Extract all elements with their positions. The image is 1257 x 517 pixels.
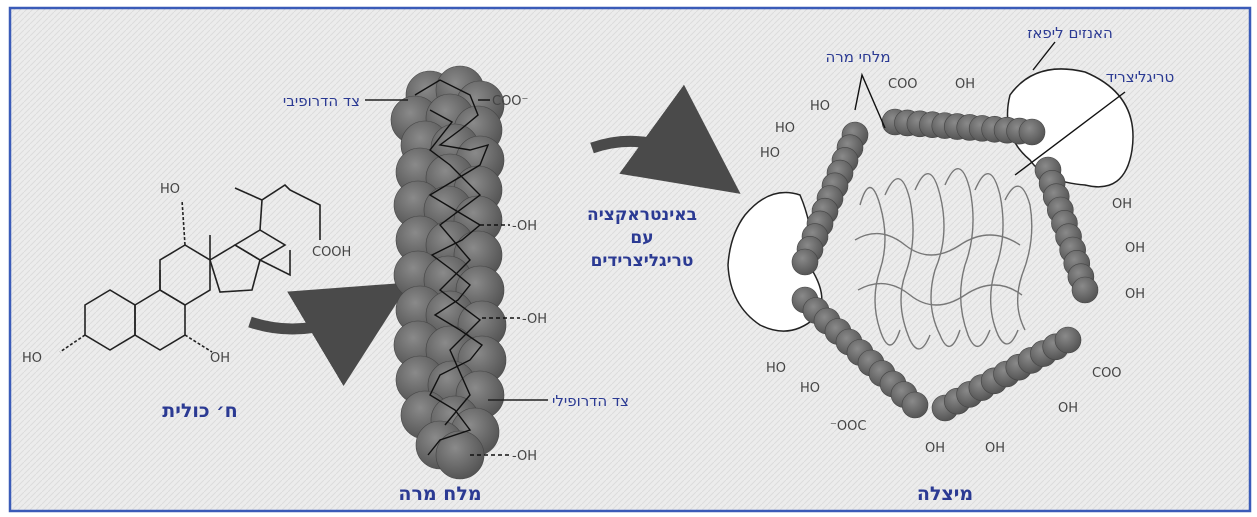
- ho-label: HO: [775, 121, 795, 136]
- ho-label: HO: [766, 361, 786, 376]
- oh-label: OH: [1112, 197, 1132, 212]
- ho-label: HO: [760, 146, 780, 161]
- cooh-label: COOH: [312, 245, 351, 260]
- hydrophobic-side-label: צד הדרופיבי: [283, 92, 360, 110]
- bile-salt-label: מלח מרה: [398, 483, 481, 505]
- interaction-label-line3: טריגליצרידים: [591, 251, 694, 271]
- oh-label: OH: [985, 441, 1005, 456]
- coo-label: COO: [1092, 366, 1122, 381]
- ho-label: HO: [810, 99, 830, 114]
- oh-label: OH: [1125, 287, 1145, 302]
- atom-sphere: [1019, 119, 1045, 145]
- oh-label: OH: [1125, 241, 1145, 256]
- oh-label: OH: [210, 351, 230, 366]
- atom-sphere: [902, 392, 928, 418]
- atom-sphere: [1055, 327, 1081, 353]
- triglyceride-label: טריגליצריד: [1106, 68, 1175, 86]
- ho-label: HO: [22, 351, 42, 366]
- oh-label: -OH: [522, 312, 547, 327]
- ho-label: HO: [160, 182, 180, 197]
- oh-label: OH: [1058, 401, 1078, 416]
- atom-sphere: [1072, 277, 1098, 303]
- oh-label: OH: [925, 441, 945, 456]
- oh-label: OH: [955, 77, 975, 92]
- lipase-label: האנזים ליפאז: [1027, 24, 1113, 42]
- atom-sphere: [792, 249, 818, 275]
- interaction-label-line1: באינטראקציה: [587, 205, 697, 225]
- hydrophilic-side-label: צד הדרופילי: [552, 392, 629, 410]
- minus-coo-label: ⁻OOC: [830, 419, 866, 434]
- oh-label: -OH: [512, 219, 537, 234]
- bile-salt-molecule: [391, 66, 506, 479]
- micelle-label: מיצלה: [917, 483, 973, 505]
- coo-minus-label: COO⁻: [492, 94, 528, 109]
- oh-label: -OH: [512, 449, 537, 464]
- interaction-label-line2: עם: [630, 228, 653, 248]
- cholic-acid-label: ח׳ כולית: [162, 400, 237, 422]
- bile-salts-label: מלחי מרה: [825, 48, 890, 66]
- coo-label: COO: [888, 77, 918, 92]
- ho-label: HO: [800, 381, 820, 396]
